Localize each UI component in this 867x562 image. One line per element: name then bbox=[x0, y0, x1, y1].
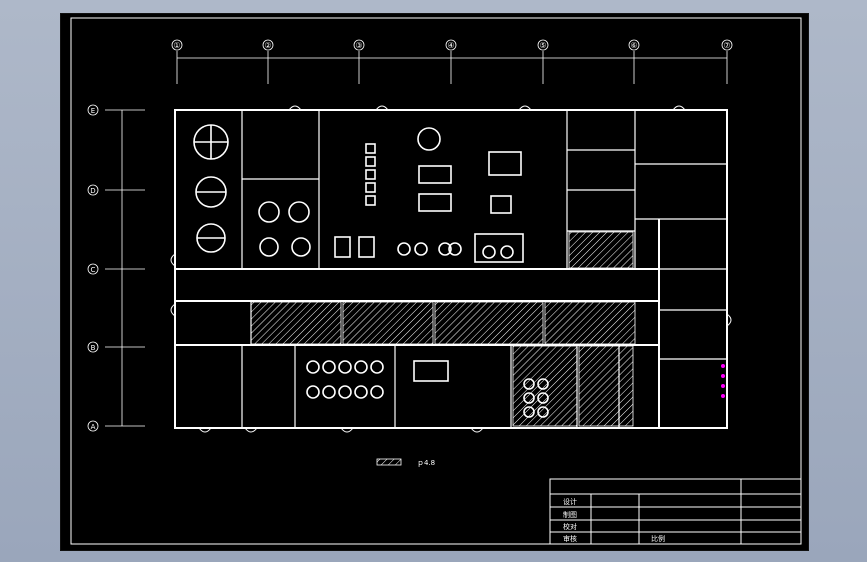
svg-text:⑥: ⑥ bbox=[630, 41, 637, 50]
title-block-scale: 比例 bbox=[651, 534, 665, 543]
svg-text:C: C bbox=[91, 266, 96, 274]
svg-text:E: E bbox=[91, 107, 95, 115]
title-block-label-1: 设计 bbox=[563, 497, 577, 506]
svg-text:①: ① bbox=[173, 41, 180, 50]
column-axis-1: ① bbox=[171, 39, 183, 51]
row-axis-B: B bbox=[87, 341, 99, 353]
column-axis-6: ⑥ bbox=[628, 39, 640, 51]
row-axis-C: C bbox=[87, 263, 99, 275]
fixture-markers bbox=[721, 364, 725, 398]
title-block-label-2: 制图 bbox=[563, 510, 577, 519]
column-axis-3: ③ bbox=[353, 39, 365, 51]
hatch-legend-swatch bbox=[376, 458, 402, 466]
machine-equipment bbox=[334, 143, 524, 382]
column-axis-5: ⑤ bbox=[537, 39, 549, 51]
vessel-array bbox=[306, 360, 549, 418]
hatch-legend-label: ｐ4.8 bbox=[417, 459, 435, 467]
tank-equipment bbox=[193, 124, 514, 259]
svg-text:⑤: ⑤ bbox=[539, 41, 546, 50]
top-dimension-line bbox=[176, 51, 728, 84]
svg-text:A: A bbox=[91, 423, 96, 431]
svg-text:③: ③ bbox=[355, 41, 362, 50]
floor-plan-drawing: ① ② ③ ④ ⑤ ⑥ ⑦ bbox=[70, 17, 802, 545]
drawing-sheet: ① ② ③ ④ ⑤ ⑥ ⑦ bbox=[60, 13, 809, 551]
svg-text:⑦: ⑦ bbox=[723, 41, 730, 50]
svg-text:D: D bbox=[90, 187, 95, 195]
title-block-label-4: 审核 bbox=[563, 534, 577, 543]
door-swings bbox=[170, 105, 732, 433]
row-axis-A: A bbox=[87, 420, 99, 432]
svg-text:②: ② bbox=[264, 41, 271, 50]
column-axis-4: ④ bbox=[445, 39, 457, 51]
title-block bbox=[549, 478, 802, 545]
row-axis-D: D bbox=[87, 184, 99, 196]
drawing-frame bbox=[70, 17, 802, 545]
svg-text:④: ④ bbox=[447, 41, 454, 50]
left-dimension-line bbox=[105, 109, 145, 427]
title-block-label-3: 校对 bbox=[563, 522, 577, 531]
interior-partitions bbox=[241, 110, 727, 428]
row-axis-E: E bbox=[87, 104, 99, 116]
building-walls bbox=[174, 109, 728, 429]
hatch-legend: ｐ4.8 bbox=[376, 458, 435, 467]
column-axis-7: ⑦ bbox=[721, 39, 733, 51]
svg-text:B: B bbox=[91, 344, 96, 352]
column-axis-2: ② bbox=[262, 39, 274, 51]
